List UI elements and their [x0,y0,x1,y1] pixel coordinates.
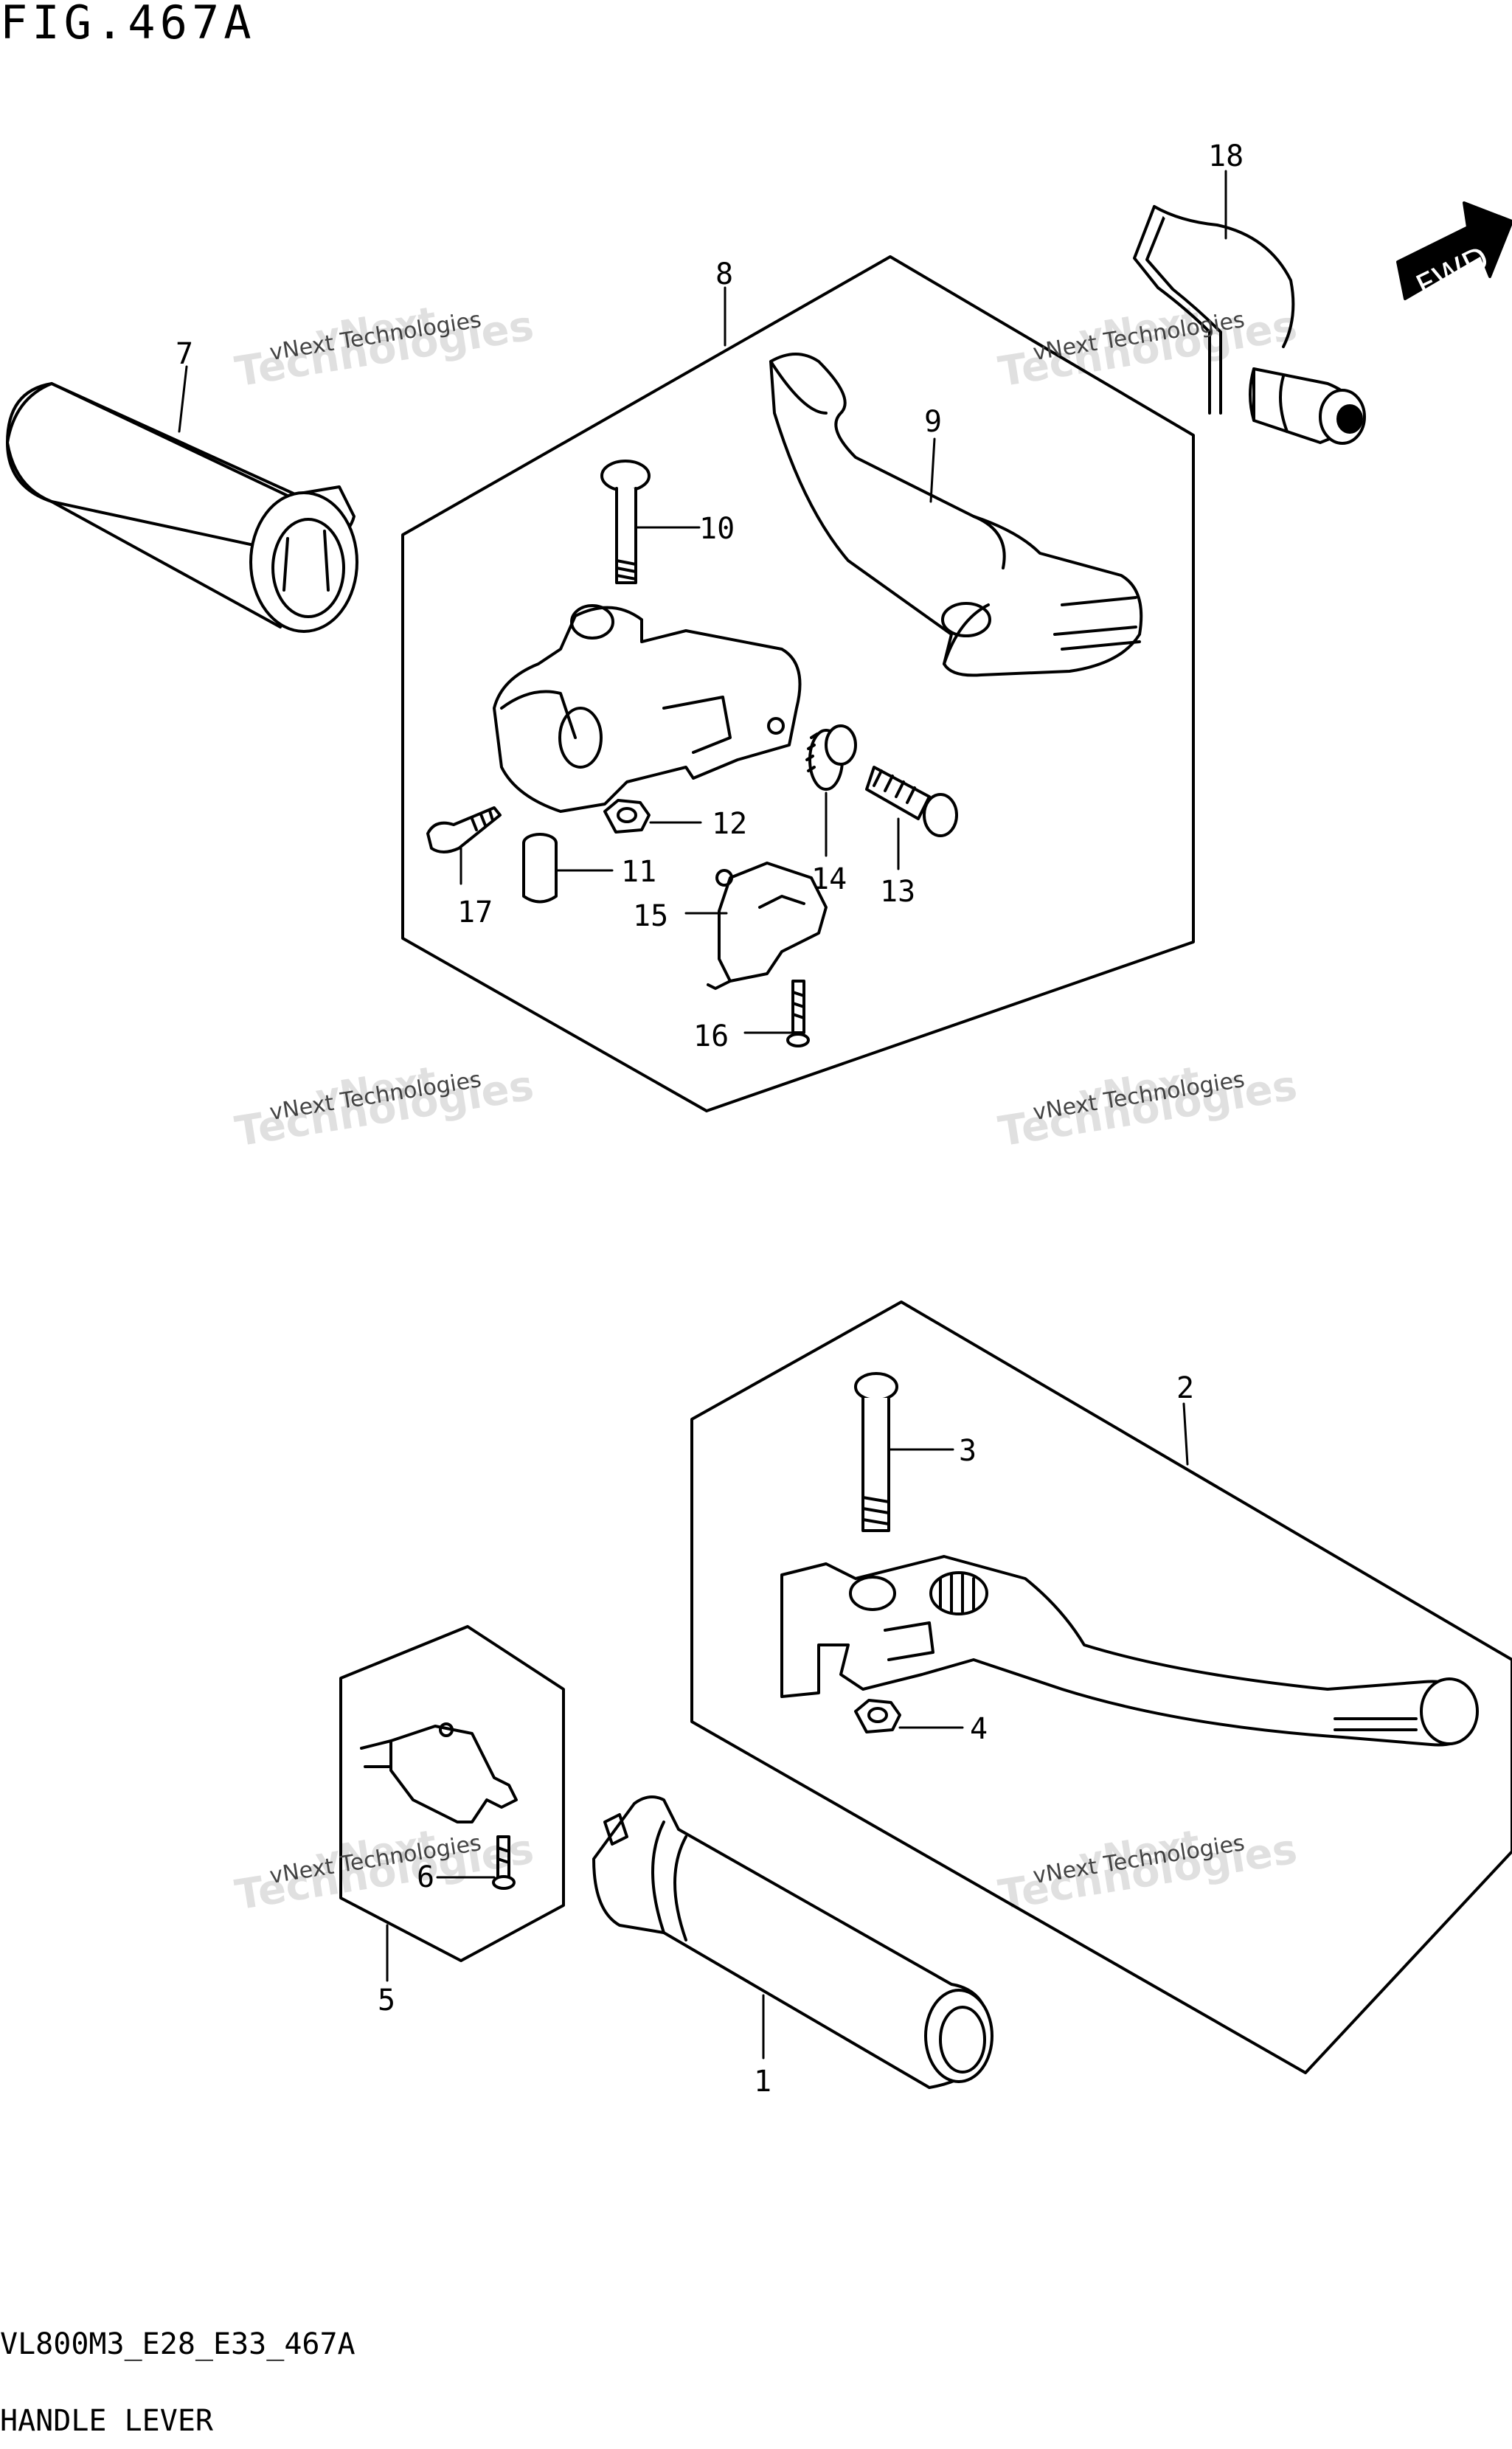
callout-13: 13 [880,875,915,909]
callout-14: 14 [811,862,847,896]
callout-18: 18 [1208,139,1244,173]
callout-3: 3 [959,1434,977,1468]
callout-12: 12 [712,807,747,841]
callout-8: 8 [715,257,733,291]
leader-lines [178,170,1227,2060]
part-18-lever-guard [1133,205,1366,445]
forward-direction-arrow [1396,201,1512,300]
callout-11: 11 [621,855,656,889]
part-12-nut [603,799,651,834]
part-15-clutch-switch [707,862,828,990]
part-8-lever-bracket [493,604,802,813]
part-16-screw [786,980,810,1047]
part-11-bushing [522,833,558,904]
part-3-pivot-bolt [854,1372,898,1532]
callout-2: 2 [1176,1371,1194,1405]
callout-16: 16 [693,1019,729,1053]
callout-1: 1 [754,2065,771,2099]
part-13-adjuster-bolt [865,766,958,837]
callout-labels: 7 8 9 18 10 12 11 17 14 13 15 16 2 3 4 6… [176,139,1244,2099]
callout-10: 10 [699,512,735,546]
part-17-screw [426,806,502,853]
diagram-name: HANDLE LEVER [0,2404,213,2438]
callout-5: 5 [378,1984,395,2017]
part-6-screw [492,1835,516,1890]
part-9-clutch-lever [769,353,1143,677]
part-2-brake-lever [780,1555,1479,1747]
callout-15: 15 [633,899,668,933]
callout-9: 9 [924,405,942,439]
callout-7: 7 [176,337,193,371]
diagram-code: VL800M3_E28_E33_467A [0,2327,356,2361]
part-5-brake-switch [360,1722,518,1823]
part-7-grip [6,382,358,633]
part-10-pivot-bolt [600,460,651,584]
part-1-throttle-grip [592,1795,993,2089]
callout-6: 6 [417,1860,434,1894]
assembly-outline-2 [690,1300,1512,2074]
figure-title: FIG.467A [0,0,256,49]
part-14-adjuster [805,724,857,791]
callout-17: 17 [457,896,493,929]
assembly-outline-5 [339,1625,565,1962]
callout-4: 4 [970,1712,988,1746]
assembly-outline-8 [401,255,1195,1112]
part-4-nut [854,1699,901,1733]
